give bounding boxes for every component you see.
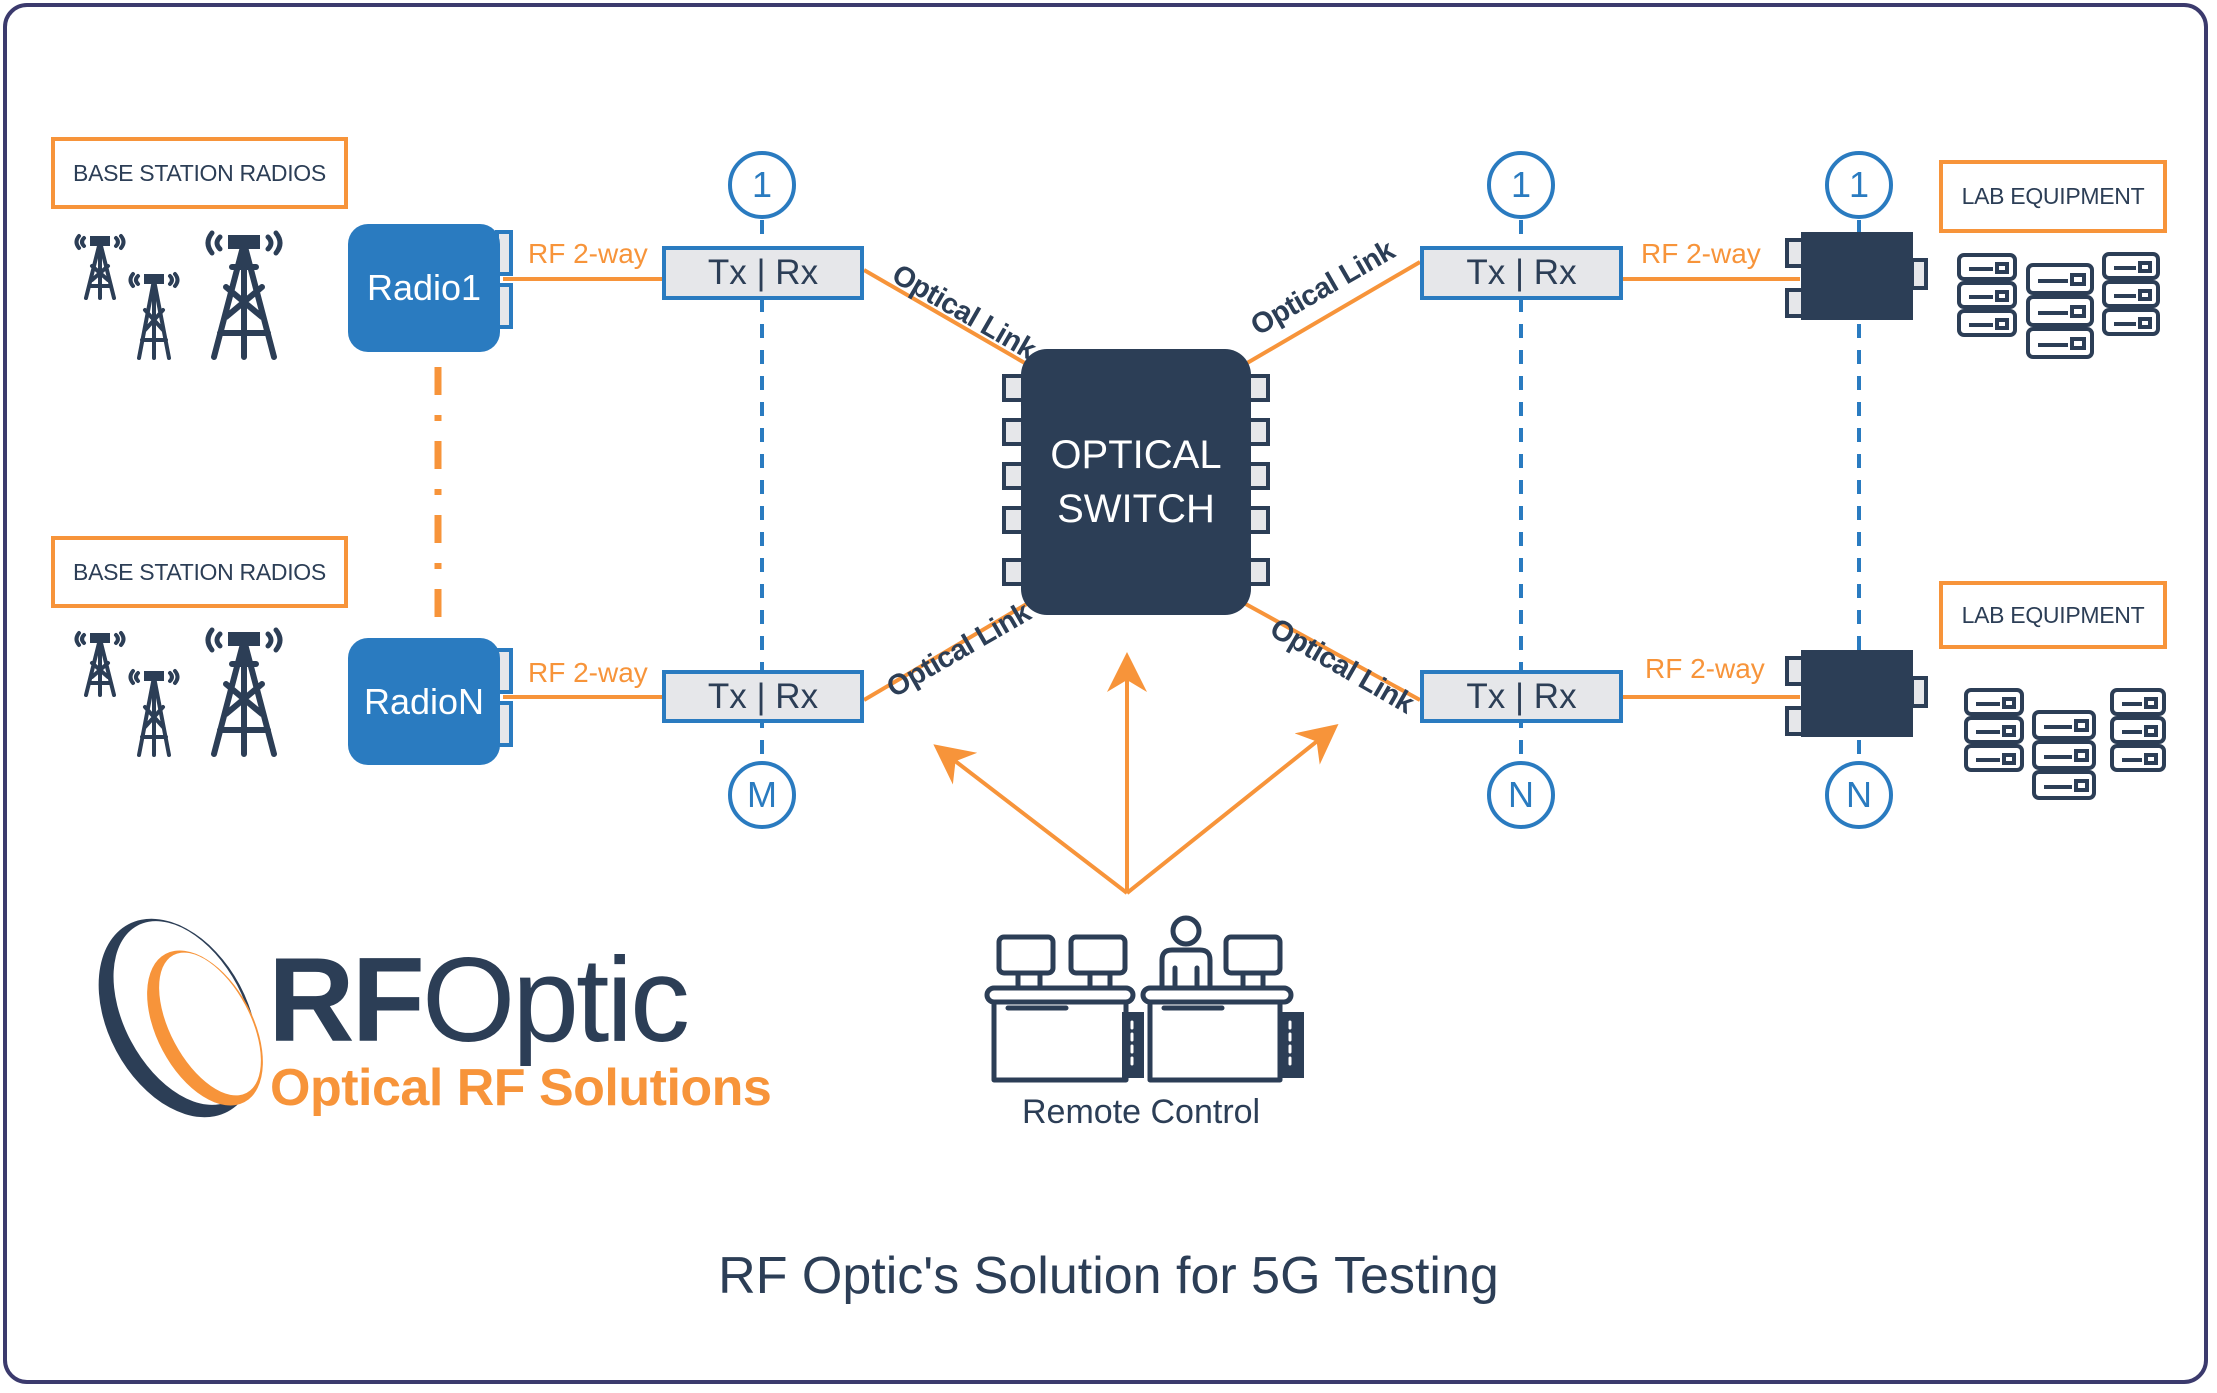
optical-link-right-top <box>1240 260 1422 368</box>
tower-icons-2 <box>74 627 283 757</box>
page-title: RF Optic's Solution for 5G Testing <box>718 1247 1499 1305</box>
lab-equipment-tag-2: LAB EQUIPMENT <box>1939 581 2167 649</box>
logo-tagline: Optical RF Solutions <box>270 1059 772 1117</box>
logo-wordmark-light: Optic <box>421 933 690 1067</box>
txrx-left-m-label: Tx | Rx <box>707 676 819 716</box>
radio-1[interactable]: Radio1 <box>348 224 500 352</box>
base-station-radios-tag-2: BASE STATION RADIOS <box>51 536 348 608</box>
index-circle-left-m: M <box>728 761 796 829</box>
radio-n[interactable]: RadioN <box>348 638 500 765</box>
optical-link-left-top <box>862 268 1032 368</box>
index-circle-left-m-label: M <box>747 774 777 815</box>
rf-label-left-1: RF 2-way <box>528 238 648 269</box>
logo-mark <box>98 918 263 1118</box>
index-circle-mid-right-1: 1 <box>1487 151 1555 219</box>
base-station-radios-tag-1: BASE STATION RADIOS <box>51 137 348 209</box>
server-rack-icons-1 <box>1957 252 2160 359</box>
tower-icons-1 <box>74 230 283 360</box>
index-circle-mid-right-1-label: 1 <box>1510 164 1532 205</box>
index-circle-right-n: N <box>1825 761 1893 829</box>
txrx-left-1-label: Tx | Rx <box>707 253 819 292</box>
lab-equipment-tag-1: LAB EQUIPMENT <box>1939 160 2167 233</box>
index-circle-right-n-label: N <box>1846 774 1872 815</box>
logo-wordmark: RFOptic <box>268 940 690 1060</box>
txrx-right-n[interactable]: Tx | Rx <box>1420 670 1623 723</box>
optical-switch-label-line1: OPTICAL <box>1050 433 1222 477</box>
lab-device-1 <box>1785 232 1928 320</box>
optical-link-left-bottom <box>862 600 1032 702</box>
rf-label-right-1: RF 2-way <box>1641 238 1761 269</box>
rf-label-right-n: RF 2-way <box>1645 653 1765 684</box>
diagram-frame <box>3 3 2208 1384</box>
index-circle-right-1-label: 1 <box>1848 164 1870 205</box>
logo-wordmark-bold: RF <box>268 933 425 1067</box>
optical-switch-label-line2: SWITCH <box>1057 487 1215 531</box>
index-circle-left-1-label: 1 <box>751 164 773 205</box>
index-circle-mid-right-n-label: N <box>1508 774 1534 815</box>
lab-device-n <box>1785 650 1928 737</box>
txrx-right-1-label: Tx | Rx <box>1466 253 1577 292</box>
index-circle-left-1: 1 <box>728 151 796 219</box>
txrx-right-1[interactable]: Tx | Rx <box>1420 246 1623 300</box>
index-circle-right-1: 1 <box>1825 151 1893 219</box>
optical-switch[interactable]: OPTICAL SWITCH <box>1021 349 1251 615</box>
server-rack-icons-2 <box>1964 688 2166 800</box>
txrx-left-m[interactable]: Tx | Rx <box>662 670 864 723</box>
rf-label-left-n: RF 2-way <box>528 657 648 688</box>
txrx-left-1[interactable]: Tx | Rx <box>662 246 864 300</box>
switch-ports <box>1002 374 1270 586</box>
remote-arrows <box>933 652 1339 895</box>
radio-1-label: Radio1 <box>366 267 482 308</box>
radio-n-label: RadioN <box>363 680 485 722</box>
remote-control-icon <box>984 915 1304 1083</box>
txrx-right-n-label: Tx | Rx <box>1466 676 1577 716</box>
remote-control-label: Remote Control <box>1022 1093 1261 1131</box>
index-circle-mid-right-n: N <box>1487 761 1555 829</box>
optical-link-right-bottom <box>1241 600 1421 702</box>
